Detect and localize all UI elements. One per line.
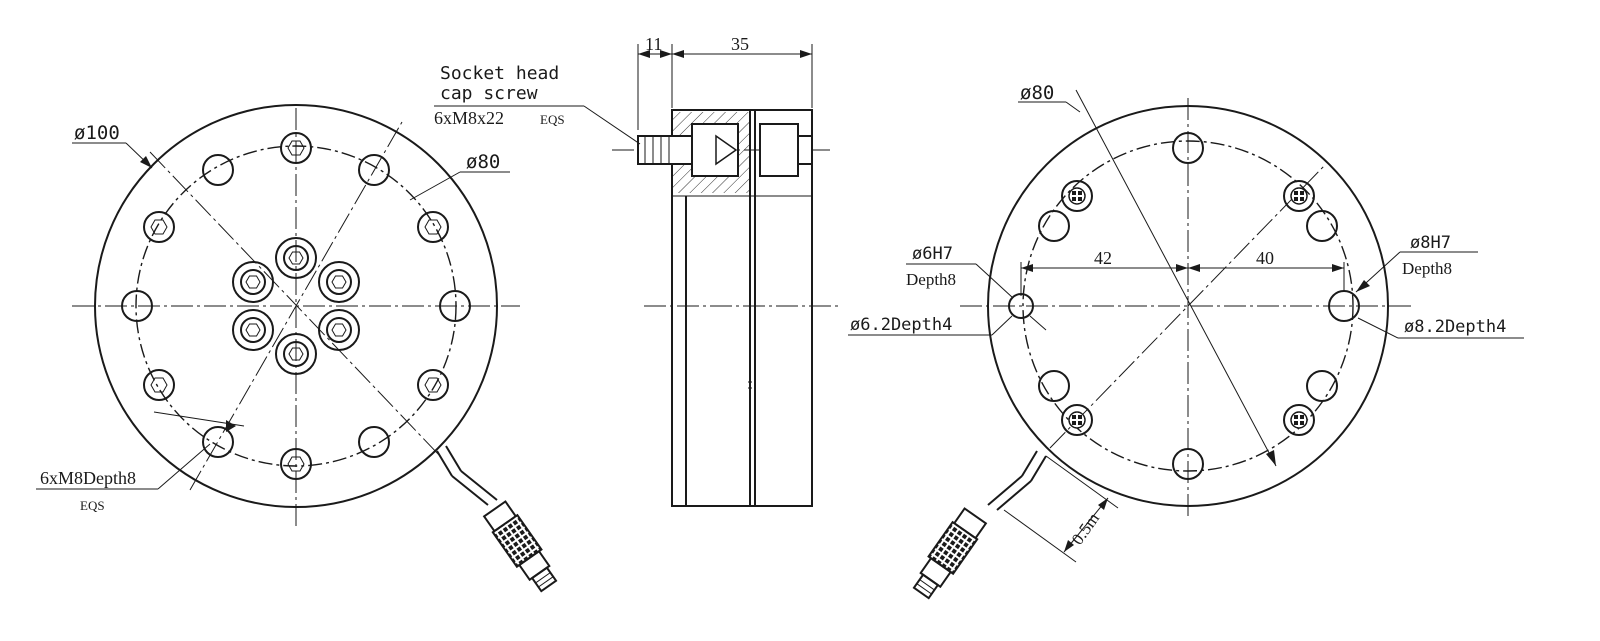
label-side-screw-eqs: EQS (540, 112, 565, 127)
label-back-pin-small-depth: Depth8 (906, 270, 956, 289)
front-center-screws (232, 237, 360, 375)
label-front-threads: 6xM8Depth8 (40, 468, 136, 488)
front-pitch-circle (135, 145, 457, 467)
back-threaded-holes (1061, 180, 1315, 436)
label-back-pin-large-depth: Depth8 (1402, 259, 1452, 278)
label-cable-length: 0.5m (1068, 509, 1103, 548)
back-view: 42 40 ø80 ø6H7 Depth8 ø6.2Depth4 ø8H7 De… (848, 82, 1524, 600)
back-pitch-circle (1022, 140, 1354, 472)
back-holes (1038, 132, 1338, 480)
label-side-dim-11: 11 (645, 34, 662, 54)
side-view: 11 35 Socket head cap screw 6xM8x22 EQS (434, 34, 838, 507)
front-bolt-holes (143, 132, 449, 480)
label-back-pin-small-cbore: ø6.2Depth4 (850, 315, 952, 335)
back-cable-connector (912, 450, 1047, 600)
label-side-screw-spec: 6xM8x22 (434, 108, 504, 128)
label-back-pin-large: ø8H7 (1410, 233, 1451, 253)
label-back-pin-small: ø6H7 (912, 244, 953, 264)
front-open-holes (121, 154, 471, 458)
label-front-threads-eqs: EQS (80, 498, 105, 513)
label-back-dim-42: 42 (1094, 248, 1112, 268)
label-side-screw-line1: Socket head (440, 63, 559, 84)
label-side-dim-35: 35 (731, 34, 749, 54)
label-front-dia-100: ø100 (74, 122, 120, 144)
label-back-pin-large-cbore: ø8.2Depth4 (1404, 317, 1506, 337)
front-view: ø100 ø80 6xM8Depth8 EQS (36, 104, 558, 593)
label-back-dim-40: 40 (1256, 248, 1274, 268)
front-outer-circle (94, 104, 498, 508)
label-back-dia-80: ø80 (1020, 82, 1054, 104)
back-outer-circle (987, 105, 1389, 507)
label-front-dia-80: ø80 (466, 151, 500, 173)
label-side-screw-line2: cap screw (440, 83, 538, 104)
front-cable-connector (436, 445, 558, 593)
